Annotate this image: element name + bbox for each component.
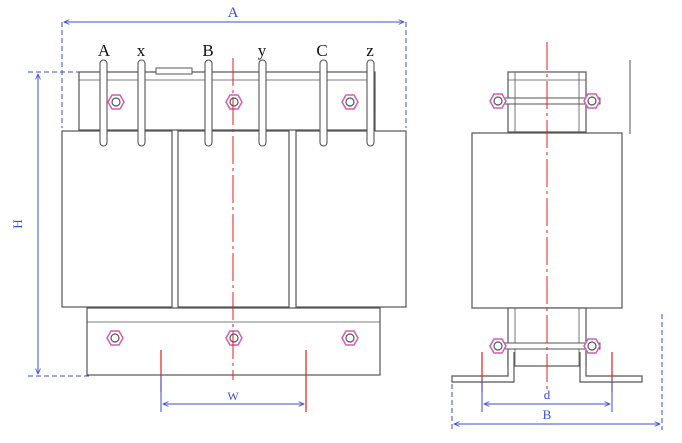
lead-z: [366, 59, 375, 147]
lead-c: [319, 59, 328, 147]
lead-a: [99, 59, 108, 147]
bolt-top-left: [107, 94, 125, 110]
coil-right: [295, 130, 407, 308]
side-foot-left: [451, 352, 515, 383]
terminal-labels: A x B y C z: [98, 41, 374, 60]
bolt-bottom-right: [341, 330, 359, 346]
coil-left: [61, 130, 173, 308]
dimension-d-label: d: [544, 387, 551, 402]
side-bolt-top-left: [489, 93, 507, 109]
terminal-label-c: C: [316, 41, 327, 60]
terminal-label-b: B: [202, 41, 213, 60]
bolt-bottom-center: [225, 330, 243, 346]
side-foot-right: [579, 352, 643, 383]
front-view: A H A x B y: [10, 5, 407, 412]
side-bolt-bottom-right: [583, 338, 601, 354]
terminal-label-z: z: [366, 41, 374, 60]
terminal-leads: [99, 59, 375, 147]
top-clamp-notch: [155, 67, 193, 75]
bolt-top-right: [341, 94, 359, 110]
bolt-top-center: [225, 94, 243, 110]
lead-b: [204, 59, 213, 147]
side-view: d B: [451, 42, 663, 430]
dimension-w: W: [160, 375, 304, 412]
lead-x: [137, 59, 146, 147]
dimension-b: B: [451, 314, 663, 430]
dimension-a: A: [61, 5, 407, 128]
side-bolt-top-right: [583, 93, 601, 109]
lead-y: [258, 59, 267, 147]
terminal-label-x: x: [137, 41, 146, 60]
dimension-a-label: A: [228, 5, 239, 21]
bolt-bottom-left: [106, 330, 124, 346]
dimension-w-label: W: [227, 389, 239, 403]
terminal-label-y: y: [258, 41, 267, 60]
side-bolt-bottom-left: [489, 338, 507, 354]
dimension-h-label: H: [10, 219, 25, 228]
dimension-d: d: [481, 380, 613, 412]
terminal-label-a: A: [98, 41, 111, 60]
dimension-b-label: B: [543, 407, 552, 422]
